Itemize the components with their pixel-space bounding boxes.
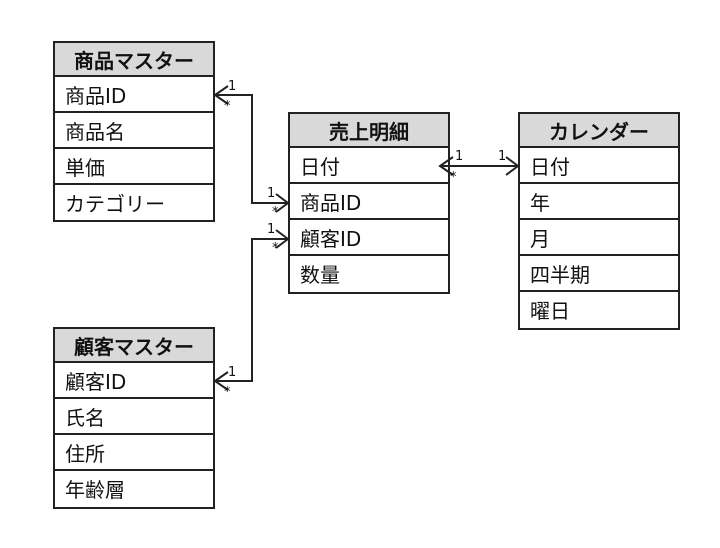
crowsfoot-icon bbox=[438, 156, 454, 176]
field-row: 四半期 bbox=[520, 256, 678, 292]
field-row: 年齢層 bbox=[65, 477, 125, 502]
cardinality-label: * bbox=[272, 241, 279, 256]
relationship-line-product bbox=[215, 94, 288, 204]
entity-calendar: カレンダー 日付 年 月 四半期 曜日 bbox=[518, 112, 680, 330]
field-row: 日付 bbox=[520, 148, 678, 184]
cardinality-label: * bbox=[450, 170, 457, 185]
entity-product-master: 商品マスター 商品ID 商品名 単価 カテゴリー bbox=[53, 41, 215, 222]
cardinality-label: 1 bbox=[267, 186, 275, 201]
cardinality-label: 1 bbox=[228, 365, 236, 380]
entity-customer-master: 顧客マスター 顧客ID 氏名 住所 年齢層 bbox=[53, 327, 215, 509]
entity-title: 売上明細 bbox=[290, 114, 448, 148]
crowsfoot-icon bbox=[275, 229, 290, 249]
field-row: 商品ID bbox=[290, 184, 448, 220]
field-row: 顧客ID bbox=[290, 220, 448, 256]
crowsfoot-icon bbox=[213, 371, 229, 391]
relationship-line-customer bbox=[215, 238, 288, 382]
cardinality-label: * bbox=[224, 385, 231, 400]
cardinality-label: * bbox=[224, 99, 231, 114]
field-row: 氏名 bbox=[55, 399, 213, 435]
cardinality-label: 1 bbox=[455, 149, 463, 164]
cardinality-label: 1 bbox=[228, 79, 236, 94]
crowsfoot-icon bbox=[275, 193, 290, 213]
crowsfoot-icon bbox=[213, 85, 229, 105]
entity-title: 顧客マスター bbox=[55, 329, 213, 363]
field-row: 曜日 bbox=[530, 298, 570, 323]
field-row: 数量 bbox=[300, 262, 340, 287]
field-row: カテゴリー bbox=[65, 191, 165, 216]
crowsfoot-icon bbox=[505, 156, 520, 176]
cardinality-label: 1 bbox=[267, 222, 275, 237]
field-row: 商品名 bbox=[55, 113, 213, 149]
entity-sales-detail: 売上明細 日付 商品ID 顧客ID 数量 bbox=[288, 112, 450, 294]
field-row: 商品ID bbox=[55, 77, 213, 113]
entity-title: 商品マスター bbox=[55, 43, 213, 77]
field-row: 日付 bbox=[290, 148, 448, 184]
field-row: 住所 bbox=[55, 435, 213, 471]
field-row: 月 bbox=[520, 220, 678, 256]
field-row: 年 bbox=[520, 184, 678, 220]
cardinality-label: 1 bbox=[498, 149, 506, 164]
cardinality-label: * bbox=[272, 205, 279, 220]
field-row: 顧客ID bbox=[55, 363, 213, 399]
entity-title: カレンダー bbox=[520, 114, 678, 148]
field-row: 単価 bbox=[55, 149, 213, 185]
